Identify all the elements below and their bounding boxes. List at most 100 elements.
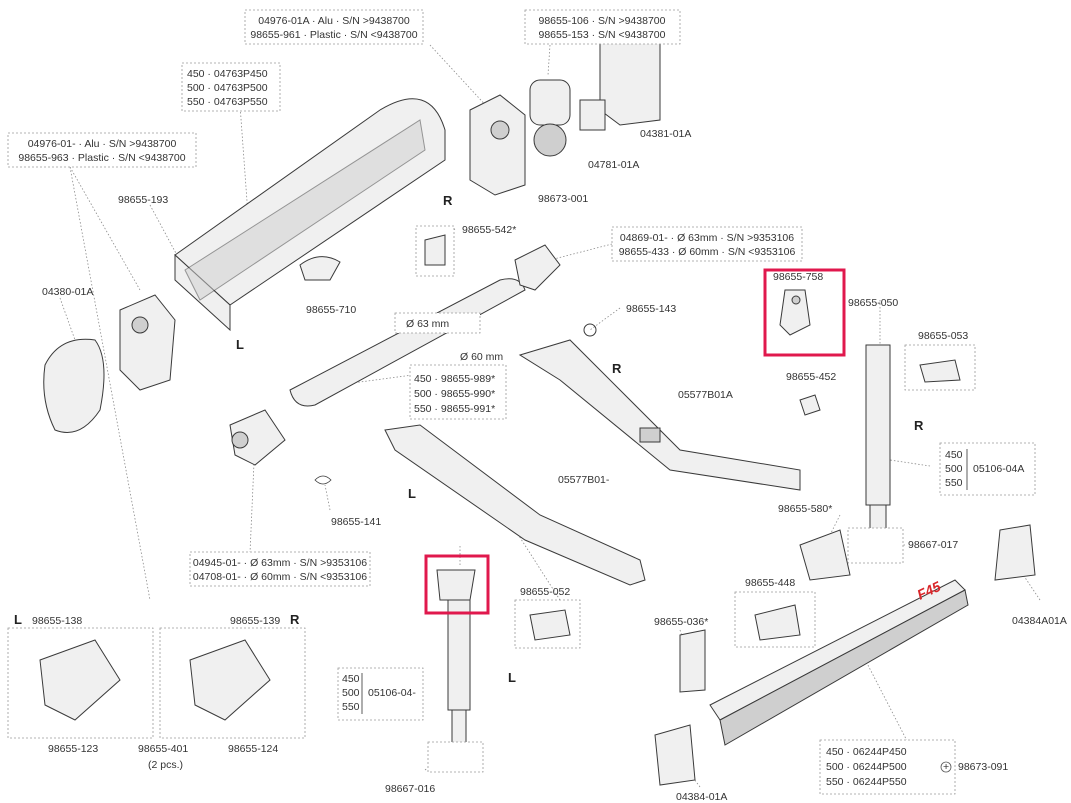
label-box-front xyxy=(819,739,956,795)
left-leg-part xyxy=(436,569,476,751)
label-98667-016: 98667-016 xyxy=(385,783,435,795)
side-mark-l-arm: L xyxy=(408,486,416,501)
label-leg-r-size-1: 450 xyxy=(945,449,963,461)
label-98655-139: 98655-139 xyxy=(230,615,280,627)
label-left-cap-2: 98655-963 · Plastic · S/N <9438700 xyxy=(18,152,185,164)
bracket-04781-part xyxy=(579,99,606,131)
label-leg-l-size-3: 550 xyxy=(342,701,360,713)
label-front-1: 450 · 06244P450 xyxy=(826,746,907,758)
label-98655-758: 98655-758 xyxy=(773,271,823,283)
label-04781: 04781-01A xyxy=(588,159,639,171)
side-mark-r-top: R xyxy=(443,193,453,208)
label-98655-052: 98655-052 xyxy=(520,586,570,598)
label-case-3: 550 · 04763P550 xyxy=(187,96,268,108)
foot-98667-016-box xyxy=(427,741,484,773)
plus-circle-icon xyxy=(940,761,952,773)
label-box-left-cap xyxy=(7,132,197,168)
label-top-right-2: 98655-153 · S/N <9438700 xyxy=(539,29,666,41)
label-d63: Ø 63 mm xyxy=(406,318,449,330)
label-box-top-housing xyxy=(244,9,424,45)
label-leg-l-code: 05106-04- xyxy=(368,687,416,699)
side-mark-r-detail: R xyxy=(290,612,300,627)
label-05577B01: 05577B01- xyxy=(558,474,610,486)
label-98655-580: 98655-580* xyxy=(778,503,832,515)
part-98655-052 xyxy=(529,609,571,641)
label-05577B01A: 05577B01A xyxy=(678,389,733,401)
label-98655-123: 98655-123 xyxy=(48,743,98,755)
label-leg-l-size-1: 450 xyxy=(342,673,360,685)
label-box-leg-right xyxy=(939,442,1036,496)
label-box-leg-left xyxy=(337,667,424,721)
right-endcap-detail-part xyxy=(189,639,271,721)
label-front-2: 500 · 06244P500 xyxy=(826,761,907,773)
label-98655-036: 98655-036* xyxy=(654,616,708,628)
label-top-right-1: 98655-106 · S/N >9438700 xyxy=(539,15,666,27)
part-98655-452 xyxy=(799,394,821,416)
label-leg-r-code: 05106-04A xyxy=(973,463,1024,475)
label-tube-2: 500 · 98655-990* xyxy=(414,388,495,400)
spring-98655-141 xyxy=(314,475,332,485)
side-mark-l-case: L xyxy=(236,337,244,352)
right-leg-part xyxy=(865,344,891,551)
label-case-1: 450 · 04763P450 xyxy=(187,68,268,80)
label-box-spring xyxy=(189,551,371,587)
bracket-04384A01A-part xyxy=(994,524,1036,581)
part-98655-580 xyxy=(799,529,851,581)
front-profile-bar xyxy=(709,579,969,746)
label-98655-124: 98655-124 xyxy=(228,743,278,755)
label-top-housing-2: 98655-961 · Plastic · S/N <9438700 xyxy=(250,29,417,41)
label-leg-r-size-2: 500 xyxy=(945,463,963,475)
left-arm-05577B01 xyxy=(384,424,646,586)
side-mark-r-leg: R xyxy=(914,418,924,433)
left-endcap-part xyxy=(119,294,176,391)
label-box-case xyxy=(181,62,281,112)
label-left-cap-1: 04976-01- · Alu · S/N >9438700 xyxy=(28,138,177,150)
label-spring-2: 04708-01- · Ø 60mm · S/N <9353106 xyxy=(193,571,367,583)
foot-98667-017-box xyxy=(847,527,904,564)
right-endcap-part xyxy=(469,94,526,196)
label-tube-1: 450 · 98655-989* xyxy=(414,373,495,385)
label-04384: 04384-01A xyxy=(676,791,727,803)
label-d60: Ø 60 mm xyxy=(460,351,503,363)
label-case-2: 500 · 04763P500 xyxy=(187,82,268,94)
label-04381: 04381-01A xyxy=(640,128,691,140)
clip-part xyxy=(424,234,446,266)
highlight-box-98655-758 xyxy=(763,268,846,357)
label-98655-710: 98655-710 xyxy=(306,304,356,316)
highlight-box-left-leg-bracket xyxy=(424,554,490,615)
label-98655-193: 98655-193 xyxy=(118,194,168,206)
label-98673-001: 98673-001 xyxy=(538,193,588,205)
side-mark-l-detail: L xyxy=(14,612,22,627)
label-98655-401: 98655-401 xyxy=(138,743,188,755)
gear-assembly-part xyxy=(529,79,571,157)
part-98655-053 xyxy=(919,359,961,383)
left-cover-part xyxy=(43,338,105,433)
spring-end-part xyxy=(229,409,286,466)
spring-98655-143 xyxy=(583,323,597,337)
label-98667-017: 98667-017 xyxy=(908,539,958,551)
label-98655-143: 98655-143 xyxy=(626,303,676,315)
label-98655-050: 98655-050 xyxy=(848,297,898,309)
left-endcap-detail-part xyxy=(39,639,121,721)
part-98655-036 xyxy=(679,629,706,693)
right-arm-05577B01A xyxy=(518,339,801,491)
label-98655-448: 98655-448 xyxy=(745,577,795,589)
roller-end-part xyxy=(514,244,561,291)
plus-glyph: + xyxy=(943,761,949,773)
awning-case xyxy=(174,98,446,332)
side-mark-r-arm: R xyxy=(612,361,622,376)
side-mark-l-leg: L xyxy=(508,670,516,685)
label-04384A01A: 04384A01A xyxy=(1012,615,1067,627)
label-top-housing-1: 04976-01A · Alu · S/N >9438700 xyxy=(258,15,410,27)
part-98655-448 xyxy=(754,604,801,641)
label-box-top-right xyxy=(524,9,681,45)
label-box-d63 xyxy=(394,312,481,334)
label-leg-l-size-2: 500 xyxy=(342,687,360,699)
bracket-98655-758-part xyxy=(779,289,811,336)
label-roller-end-2: 98655-433 · Ø 60mm · S/N <9353106 xyxy=(619,246,796,258)
label-98655-053: 98655-053 xyxy=(918,330,968,342)
label-98673-091: 98673-091 xyxy=(958,761,1008,773)
label-roller-end-1: 04869-01- · Ø 63mm · S/N >9353106 xyxy=(620,232,794,244)
